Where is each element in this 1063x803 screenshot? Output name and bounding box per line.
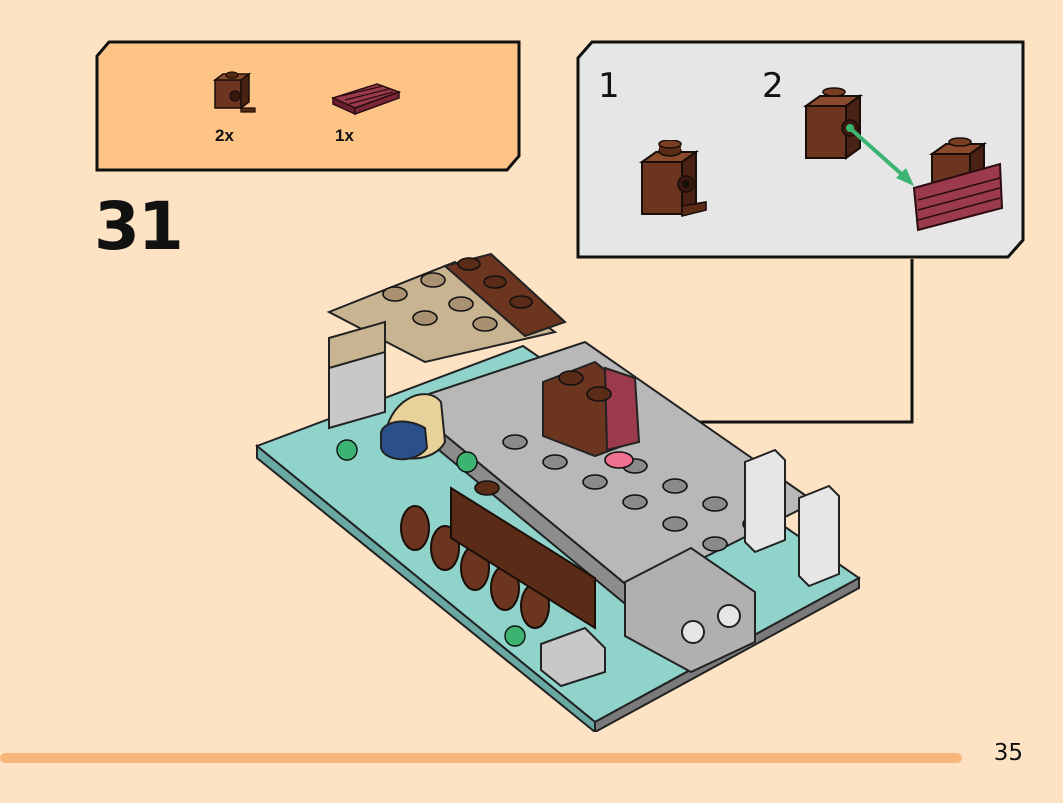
bracket-brick-icon: [638, 140, 707, 218]
brown-bracket-brick-icon: [211, 70, 261, 123]
substep-label-2: 2: [762, 66, 784, 106]
step-number: 31: [94, 188, 184, 265]
substep-label-1: 1: [598, 66, 620, 106]
part-quantity: 1x: [335, 126, 354, 145]
parts-list-frame: [95, 40, 521, 172]
part-quantity: 2x: [215, 126, 234, 145]
footer-bar: [0, 753, 962, 763]
dark-red-grille-plate-icon: [330, 80, 403, 121]
parts-list-box: 2x 1x: [95, 40, 521, 172]
assembly-diagram: [802, 87, 1004, 232]
build-model-illustration: [255, 252, 865, 735]
page-number: 35: [993, 740, 1023, 766]
substeps-box: 1 2: [576, 40, 1025, 259]
